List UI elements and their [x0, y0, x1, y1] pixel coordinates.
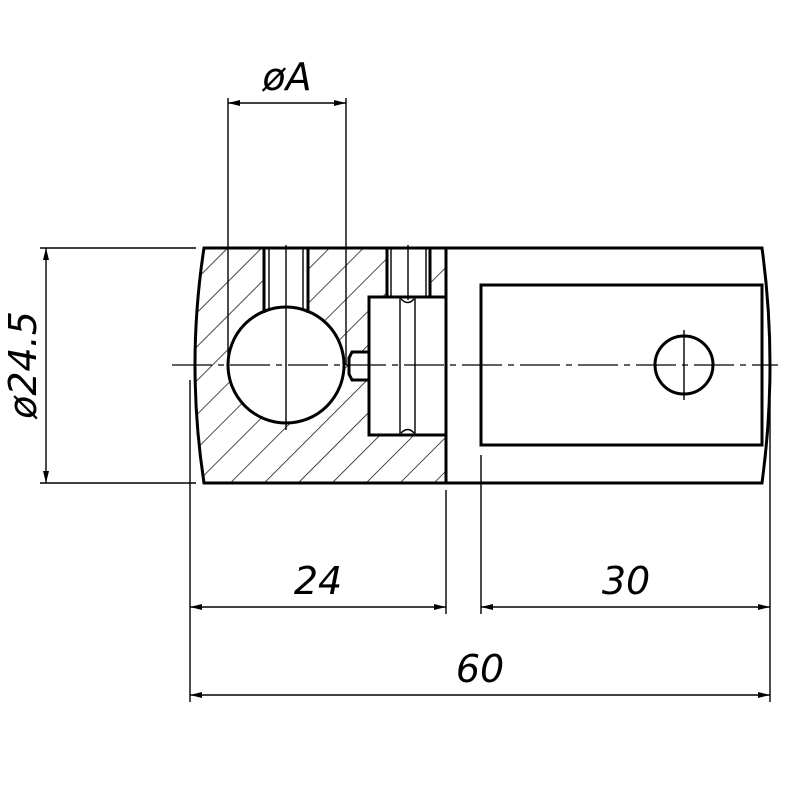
- top-hole-1-thread: [268, 248, 304, 309]
- pin-lines: [399, 297, 416, 435]
- top-hole-1: [262, 248, 310, 313]
- dim-label-outer-diameter: ø24.5: [1, 311, 45, 420]
- pin-notches: [400, 298, 415, 434]
- ext-lines-length: [189, 380, 771, 702]
- dim-label-bore: øA: [261, 55, 311, 99]
- top-hole-2-thread: [390, 248, 427, 297]
- body-outline: [193, 246, 772, 485]
- dim-label-overall-length: 60: [456, 647, 504, 691]
- top-hole-2: [385, 248, 432, 297]
- dim-label-section-length: 24: [294, 559, 342, 603]
- ext-lines-A: [227, 98, 347, 365]
- dim-label-slot-length: 30: [602, 559, 650, 603]
- pin-tip: [347, 350, 369, 382]
- ext-lines-diameter: [40, 247, 196, 484]
